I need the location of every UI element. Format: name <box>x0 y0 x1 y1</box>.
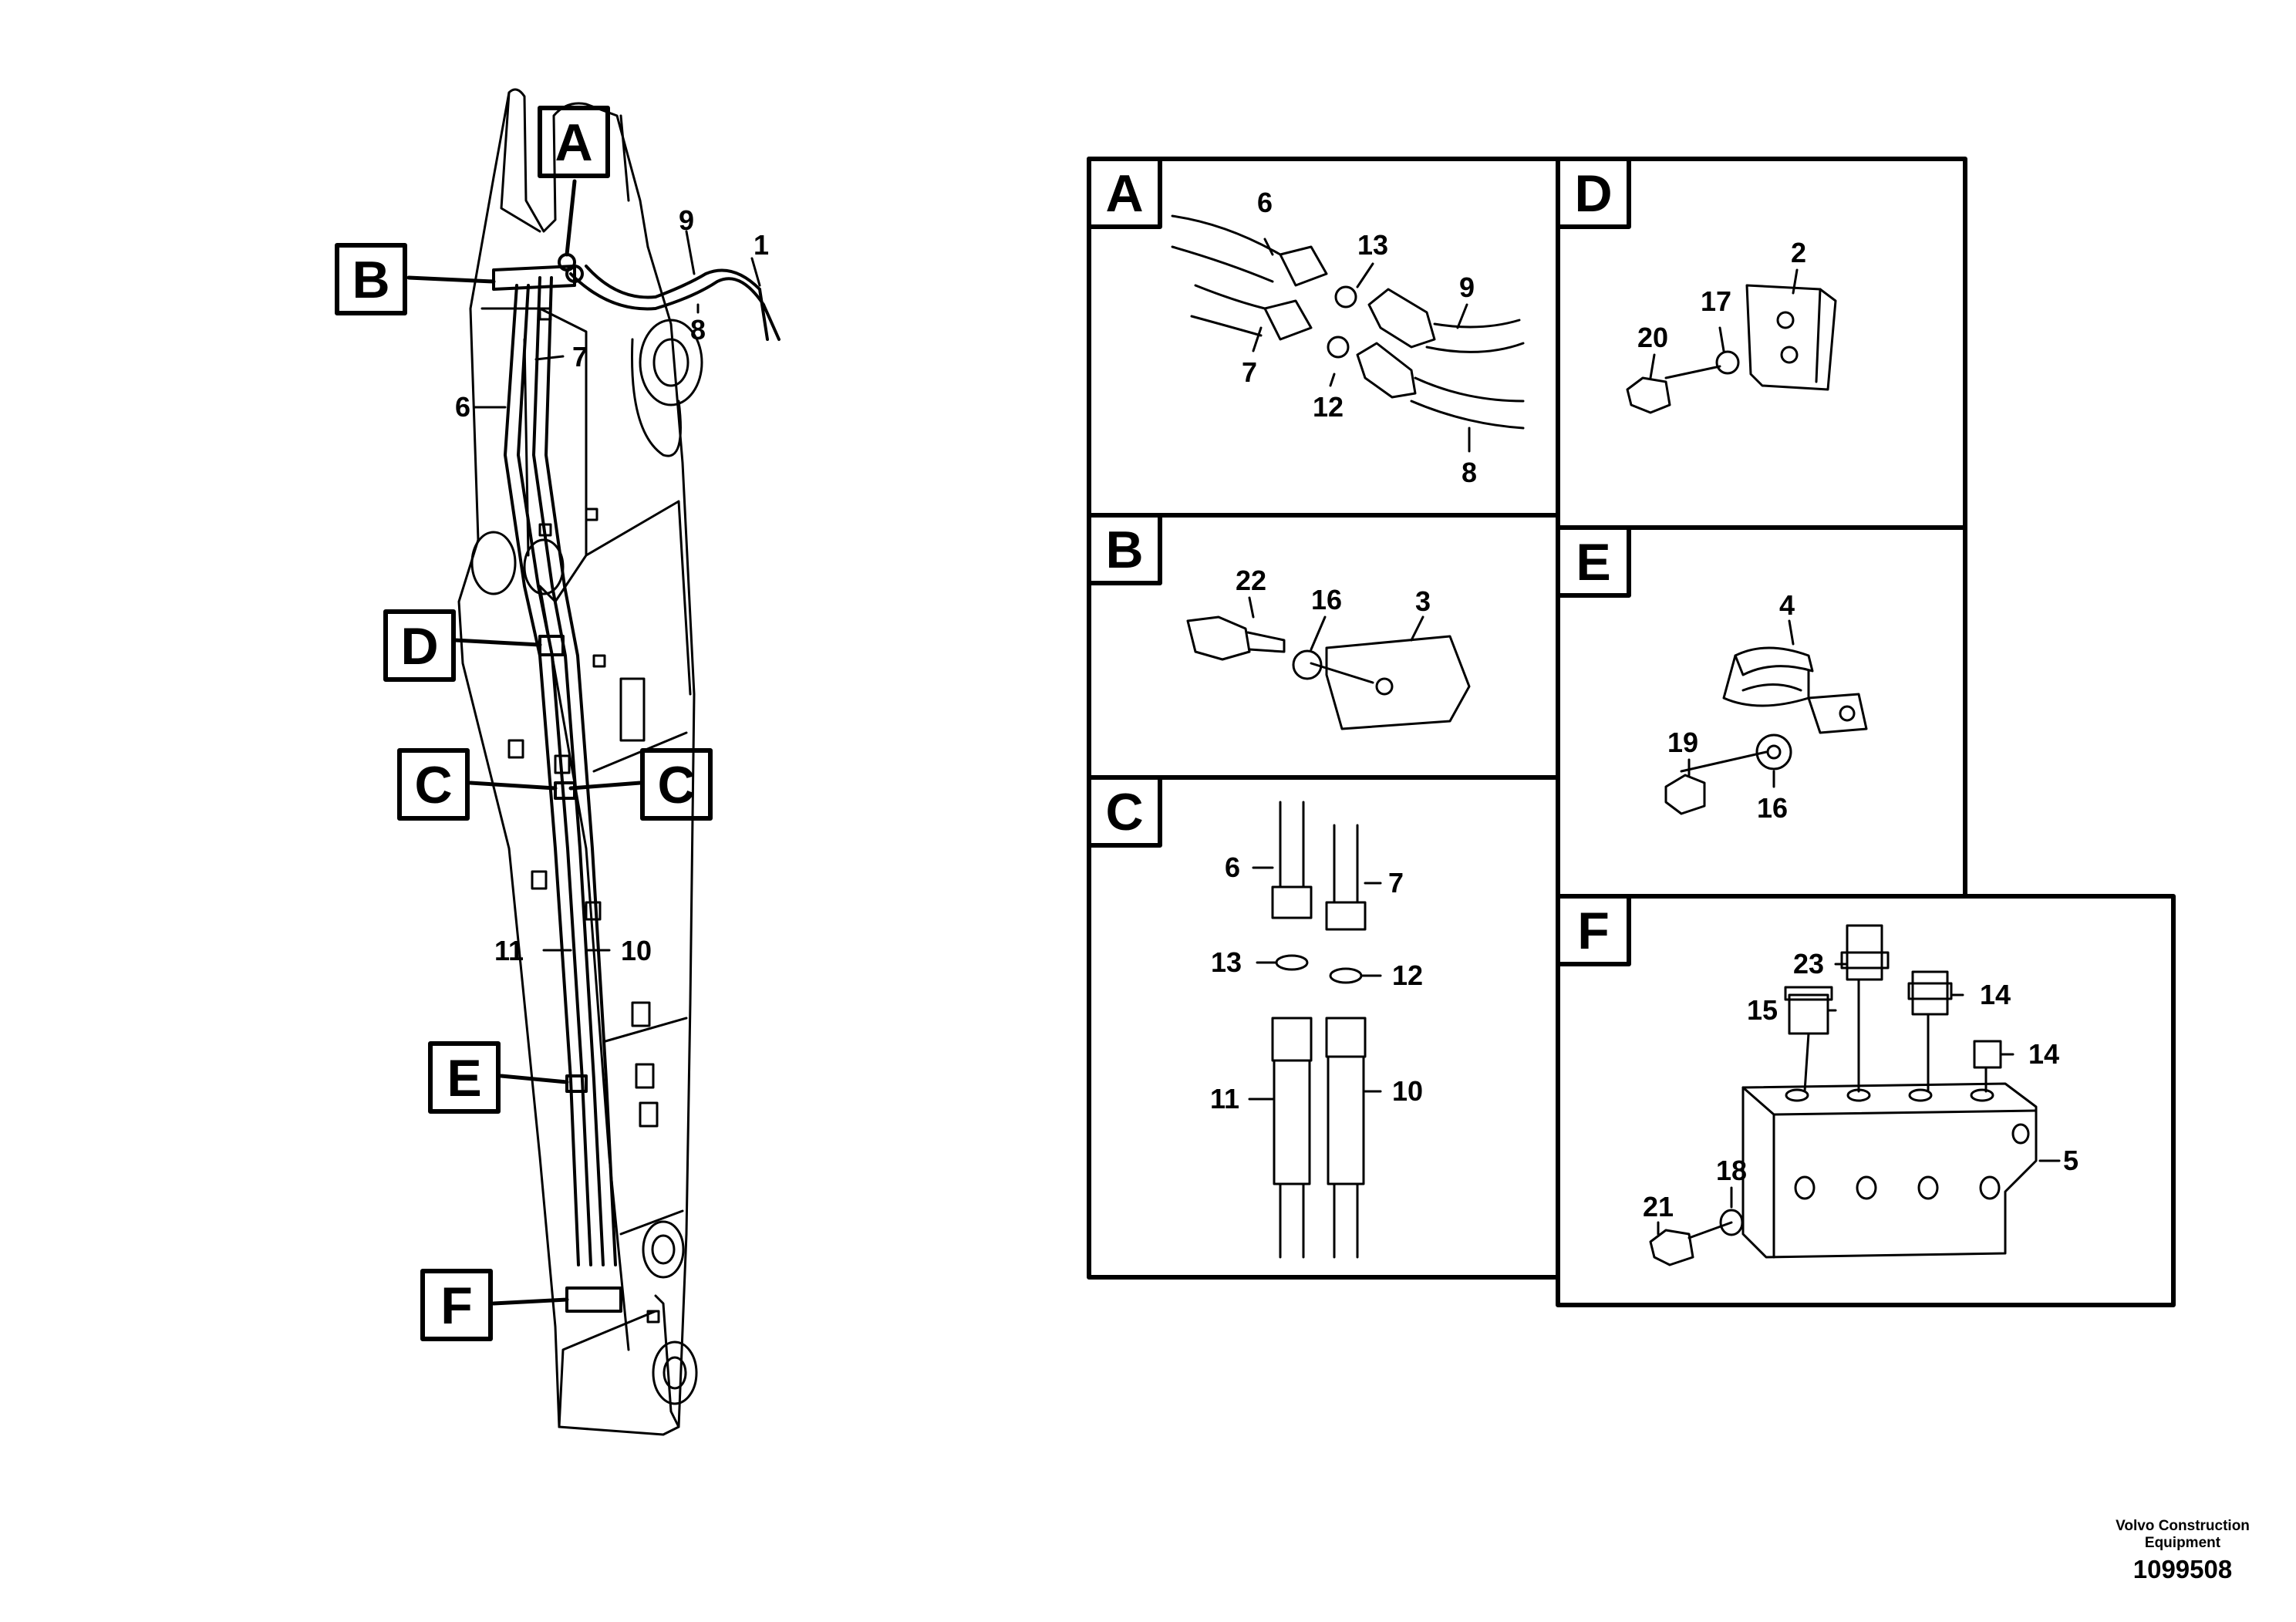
panel-d-drawing <box>1626 268 1837 414</box>
panel-c-number-7: 7 <box>1388 867 1404 899</box>
company-name-line-2: Equipment <box>2144 1535 2221 1551</box>
part-number-10: 10 <box>621 935 652 966</box>
panel-f-number-15: 15 <box>1747 994 1778 1026</box>
callout-label-f: F <box>440 1276 473 1335</box>
part-number-7: 7 <box>572 341 588 373</box>
company-name: Volvo Construction Equipment <box>2098 1518 2267 1552</box>
panel-a-number-6: 6 <box>1257 187 1273 218</box>
panel-a-label: A <box>1105 164 1143 223</box>
callout-pointers <box>406 179 761 1306</box>
boom-hoses <box>492 253 781 1313</box>
panel-c-number-12: 12 <box>1392 959 1423 991</box>
panel-e-label: E <box>1576 533 1610 592</box>
callout-box-d <box>383 609 456 682</box>
panel-c <box>1087 775 1560 1280</box>
callout-box-a <box>538 106 610 178</box>
callout-label-b: B <box>352 251 389 309</box>
panel-a-number-13: 13 <box>1357 229 1388 261</box>
figure-id: 1099508 <box>2132 1555 2233 1583</box>
part-number-6: 6 <box>455 391 470 423</box>
part-number-11: 11 <box>494 935 524 966</box>
panel-f-label: F <box>1577 902 1610 960</box>
panel-c-drawing <box>1248 801 1382 1259</box>
callout-label-c-right: C <box>657 756 695 814</box>
panel-b-number-22: 22 <box>1236 565 1266 596</box>
callout-box-c-left <box>397 748 470 821</box>
panel-b-number-3: 3 <box>1415 585 1431 617</box>
panel-d-number-2: 2 <box>1791 237 1806 268</box>
panel-e-drawing <box>1664 619 1868 815</box>
panel-b-number-16: 16 <box>1311 584 1342 615</box>
panel-c-number-10: 10 <box>1392 1075 1423 1107</box>
panel-e-number-4: 4 <box>1779 589 1795 621</box>
panel-c-label: C <box>1105 783 1143 841</box>
panel-f <box>1556 894 2176 1307</box>
panel-f-number-23: 23 <box>1793 948 1824 980</box>
panel-a-number-9: 9 <box>1459 271 1475 303</box>
panel-b-drawing <box>1186 596 1471 730</box>
panel-d-label: D <box>1574 164 1612 223</box>
callout-label-a: A <box>555 113 592 172</box>
panel-c-number-11: 11 <box>1210 1083 1239 1114</box>
panel-f-number-18: 18 <box>1716 1155 1747 1186</box>
panel-a-number-7: 7 <box>1242 356 1257 388</box>
panel-f-number-14-upper: 14 <box>1980 979 2011 1010</box>
panel-c-number-13: 13 <box>1211 946 1242 978</box>
callout-box-f <box>420 1269 493 1341</box>
panel-e <box>1556 525 1967 899</box>
part-number-9: 9 <box>679 204 694 236</box>
callout-label-d: D <box>400 617 438 676</box>
panel-d <box>1556 157 1967 530</box>
part-number-1: 1 <box>754 229 769 261</box>
callout-label-c-left: C <box>414 756 452 814</box>
part-number-8: 8 <box>690 314 706 346</box>
callout-box-e <box>428 1041 501 1114</box>
panel-f-number-14-lower: 14 <box>2028 1038 2059 1070</box>
callout-box-b <box>335 243 407 315</box>
boom-drawing <box>457 88 703 1436</box>
panel-d-number-17: 17 <box>1701 285 1731 317</box>
panel-a-number-8: 8 <box>1462 457 1477 488</box>
panel-f-number-5: 5 <box>2063 1145 2079 1176</box>
callout-label-e: E <box>447 1049 481 1108</box>
panel-c-number-6: 6 <box>1225 851 1240 883</box>
callout-box-c-right <box>640 748 713 821</box>
panel-b-label: B <box>1105 521 1143 579</box>
panel-f-number-21: 21 <box>1643 1191 1674 1222</box>
panel-a-drawing <box>1171 214 1525 453</box>
company-name-line-1: Volvo Construction <box>2116 1518 2250 1534</box>
panel-f-drawing <box>1649 924 2061 1266</box>
panel-d-number-20: 20 <box>1637 322 1668 353</box>
panel-e-number-16: 16 <box>1757 792 1788 824</box>
panel-e-number-19: 19 <box>1667 727 1698 758</box>
panel-a-number-12: 12 <box>1313 391 1344 423</box>
